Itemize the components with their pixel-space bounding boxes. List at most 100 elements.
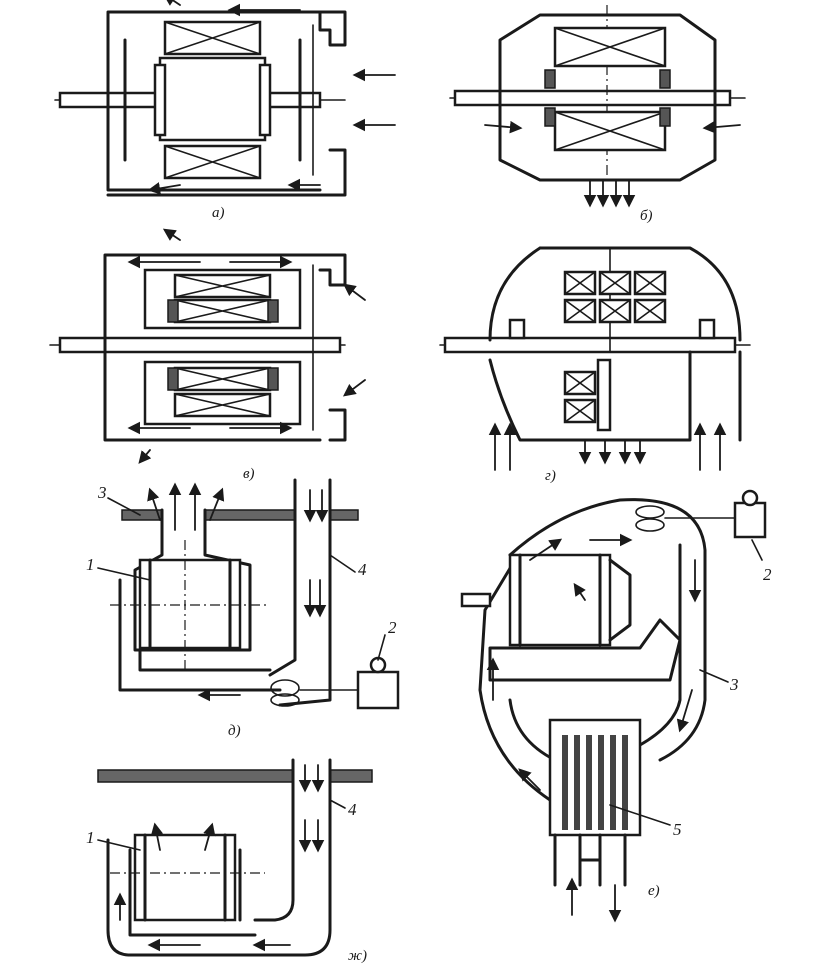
winding-cross bbox=[174, 393, 271, 417]
air-arrow bbox=[162, 0, 181, 6]
winding-cross bbox=[164, 145, 261, 179]
floor-slab bbox=[204, 509, 296, 521]
leader-4 bbox=[329, 799, 346, 809]
winding-grid-top bbox=[563, 270, 667, 324]
fan-motor bbox=[356, 670, 400, 710]
leader-2 bbox=[377, 634, 386, 661]
motor-endcap bbox=[608, 558, 632, 642]
duct-outer-right bbox=[508, 498, 707, 762]
air-arrow bbox=[147, 487, 161, 521]
air-arrow bbox=[209, 487, 225, 521]
air-arrow bbox=[162, 228, 181, 241]
label-a: а) bbox=[212, 205, 225, 221]
housing-top bbox=[488, 246, 742, 342]
winding-cross bbox=[174, 299, 271, 323]
end-ring bbox=[267, 367, 279, 391]
fan bbox=[544, 107, 556, 127]
air-arrow bbox=[203, 822, 216, 851]
duct-inner-left bbox=[508, 698, 557, 762]
scheme-e: 2 3 5 е) bbox=[460, 489, 772, 923]
callout-2: 2 bbox=[763, 565, 772, 584]
motor bbox=[508, 553, 612, 647]
label-zh: ж) bbox=[348, 948, 367, 964]
fan bbox=[698, 318, 716, 340]
scheme-a: а) bbox=[54, 0, 396, 221]
label-b: б) bbox=[640, 208, 653, 224]
winding-cross bbox=[554, 27, 666, 67]
leader-3 bbox=[107, 497, 141, 516]
shaft bbox=[453, 89, 732, 107]
floor-slab bbox=[121, 509, 163, 521]
winding-cross bbox=[174, 274, 271, 298]
inner-duct bbox=[128, 848, 257, 937]
end-ring bbox=[167, 299, 179, 323]
air-arrow bbox=[484, 120, 523, 134]
air-arrow bbox=[147, 182, 181, 195]
scheme-d: 3 1 4 2 д) bbox=[86, 478, 400, 739]
label-d: д) bbox=[228, 723, 241, 739]
exhaust-duct bbox=[133, 508, 252, 652]
callout-5: 5 bbox=[673, 820, 682, 839]
intake-shaft bbox=[106, 758, 332, 957]
label-v: в) bbox=[243, 466, 255, 482]
fan-blade bbox=[635, 518, 665, 532]
duct-inner-right bbox=[638, 543, 682, 747]
rotor bbox=[158, 56, 267, 142]
supply-duct bbox=[118, 578, 282, 692]
air-arrow bbox=[676, 689, 693, 733]
rotor-end bbox=[258, 63, 272, 137]
fan-blade bbox=[270, 679, 300, 697]
end-ring bbox=[267, 299, 279, 323]
air-arrow bbox=[573, 582, 586, 601]
water-pipes bbox=[553, 833, 627, 887]
leader-4 bbox=[329, 554, 356, 573]
motor-base-duct bbox=[488, 618, 682, 682]
leader-5 bbox=[609, 804, 671, 826]
air-arrow bbox=[342, 283, 366, 301]
shaft bbox=[58, 336, 342, 354]
fan bbox=[544, 69, 556, 89]
fan bbox=[659, 107, 671, 127]
callout-3: 3 bbox=[729, 675, 739, 694]
air-arrow bbox=[702, 120, 741, 134]
air-arrow bbox=[150, 822, 164, 851]
fan-motor bbox=[733, 501, 767, 539]
fan-blade bbox=[270, 693, 300, 707]
leader-1 bbox=[97, 839, 141, 851]
duct-outer-left bbox=[478, 558, 552, 802]
leader-3 bbox=[699, 669, 729, 683]
winding-cross bbox=[554, 111, 666, 151]
floor-slab bbox=[329, 769, 373, 783]
housing bbox=[498, 13, 717, 182]
shaft-end bbox=[460, 592, 492, 608]
callout-2: 2 bbox=[388, 618, 397, 637]
leader-1 bbox=[97, 567, 151, 581]
housing-lower bbox=[106, 148, 347, 197]
label-e: е) bbox=[648, 883, 660, 899]
motor bbox=[138, 558, 242, 650]
winding-cross bbox=[164, 21, 261, 55]
leader-2 bbox=[751, 539, 763, 561]
floor-slab bbox=[97, 769, 294, 783]
shaft bbox=[443, 336, 737, 354]
motor bbox=[133, 833, 237, 922]
fan bbox=[659, 69, 671, 89]
fan bbox=[508, 318, 526, 340]
winding-grid-bottom bbox=[563, 358, 612, 432]
heat-exchanger-fins bbox=[562, 735, 628, 830]
air-arrow bbox=[342, 379, 366, 397]
end-shields bbox=[123, 38, 302, 162]
callout-1: 1 bbox=[86, 828, 95, 847]
callout-3: 3 bbox=[97, 483, 107, 502]
housing bbox=[106, 10, 347, 192]
air-arrow bbox=[518, 768, 541, 791]
floor-slab bbox=[329, 509, 359, 521]
air-arrow bbox=[138, 449, 152, 464]
scheme-g: г) bbox=[439, 246, 751, 484]
scheme-v: в) bbox=[49, 228, 366, 482]
winding-cross bbox=[174, 367, 271, 391]
scheme-zh: 4 1 ж) bbox=[86, 758, 373, 964]
fan-blade bbox=[635, 505, 665, 519]
callout-4: 4 bbox=[348, 800, 357, 819]
